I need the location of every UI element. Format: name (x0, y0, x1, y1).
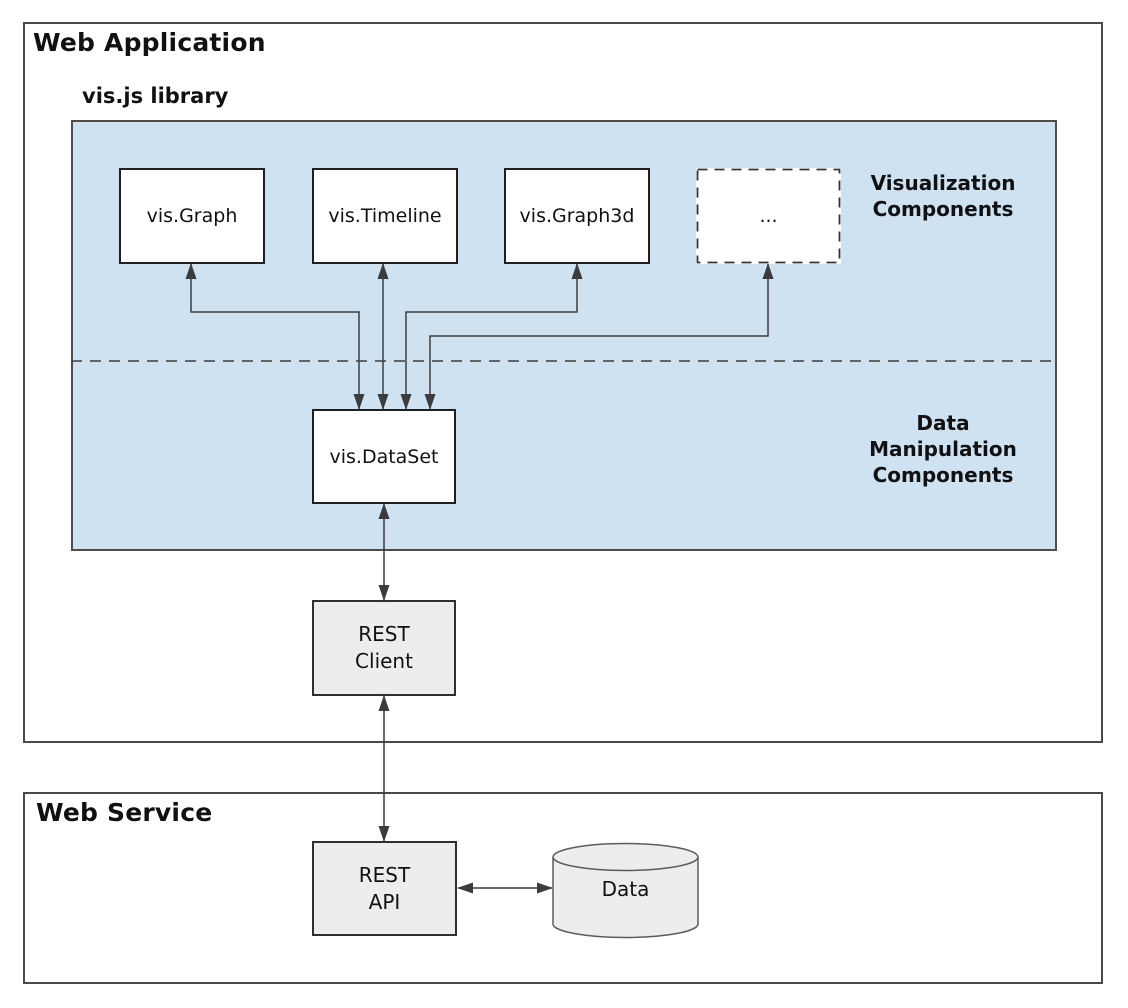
web-service-title: Web Service (36, 798, 213, 827)
visualization-components-label: Visualization Components (870, 171, 1016, 221)
vis-timeline-label: vis.Timeline (328, 205, 442, 227)
vis-graph-box: vis.Graph (119, 168, 265, 264)
vis-graph-label: vis.Graph (146, 205, 238, 227)
vis-dataset-box: vis.DataSet (312, 409, 456, 504)
more-components-box: ... (696, 168, 841, 264)
vis-timeline-box: vis.Timeline (312, 168, 458, 264)
vis-library-title: vis.js library (82, 84, 229, 108)
more-components-label: ... (759, 205, 778, 227)
web-service-container (23, 792, 1103, 984)
rest-api-box: REST API (312, 841, 457, 936)
web-application-title: Web Application (33, 28, 266, 57)
data-cylinder-label: Data (601, 877, 650, 901)
web-application-container (23, 22, 1103, 743)
rest-client-box: REST Client (312, 600, 456, 696)
vis-graph3d-box: vis.Graph3d (504, 168, 650, 264)
data-manipulation-components-label: Data Manipulation Components (869, 411, 1017, 487)
vis-dataset-label: vis.DataSet (329, 445, 439, 468)
vis-graph3d-label: vis.Graph3d (519, 205, 635, 227)
